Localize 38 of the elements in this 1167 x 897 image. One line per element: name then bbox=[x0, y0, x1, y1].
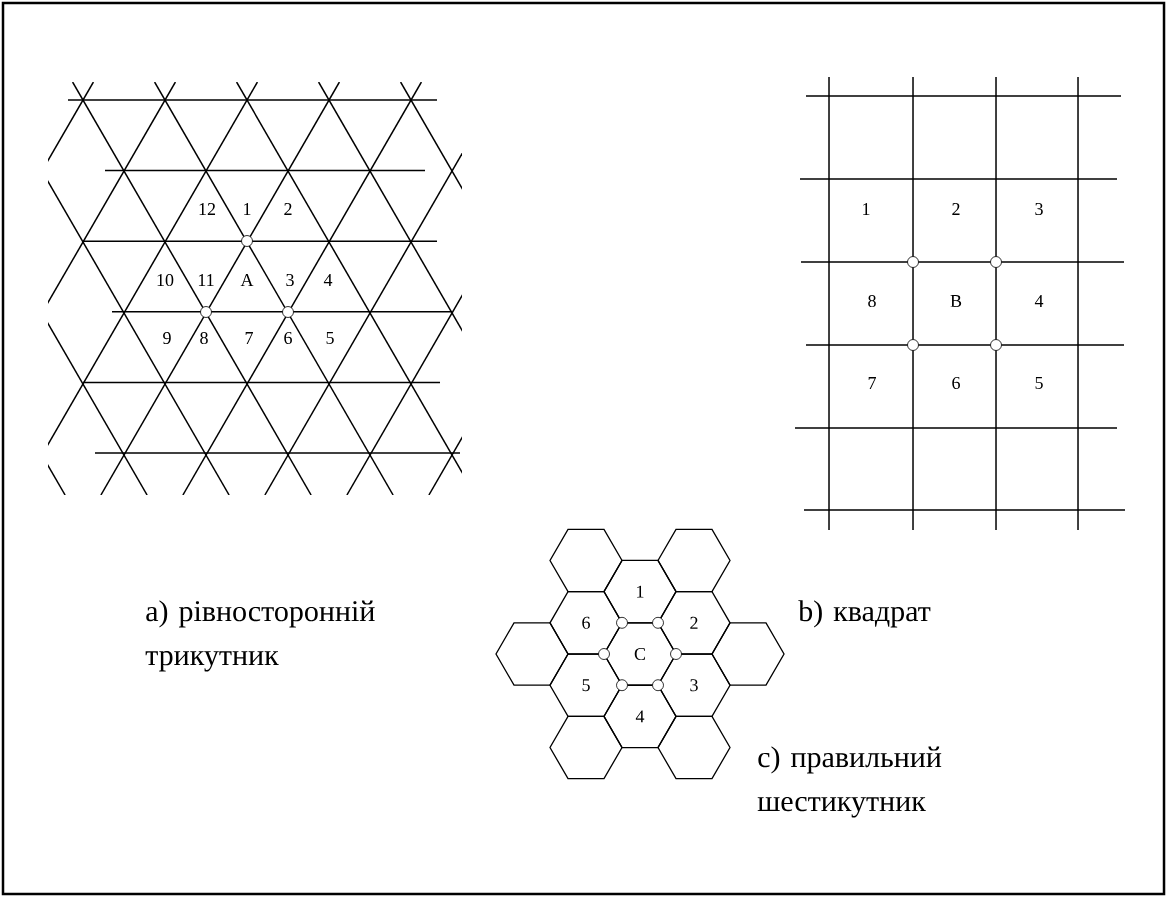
cell-number: 3 bbox=[286, 273, 294, 287]
cell-number: 3 bbox=[1035, 202, 1043, 216]
cell-number: 10 bbox=[157, 273, 174, 287]
caption: b) квадрат bbox=[798, 600, 931, 628]
caption: a) рівносторонній трикутник bbox=[145, 600, 375, 672]
cell-number: 9 bbox=[163, 331, 171, 345]
cell-number: 1 bbox=[863, 203, 870, 215]
cell-number: 4 bbox=[323, 274, 333, 286]
hexagon-cell bbox=[495, 622, 569, 686]
cell-number: 7 bbox=[245, 332, 253, 344]
cell-number: 6 bbox=[284, 331, 292, 345]
cell-number: 2 bbox=[952, 203, 960, 215]
hexagon-cell: 3 bbox=[657, 653, 731, 718]
hexagon-cell: 5 bbox=[549, 653, 623, 718]
cell-number: 12 bbox=[199, 203, 215, 215]
hexagon-cell: 1 bbox=[603, 559, 677, 624]
hexagon-cell bbox=[657, 528, 731, 593]
cell-number: 6 bbox=[952, 376, 960, 390]
cell-number: B bbox=[950, 295, 962, 307]
hexagon-cell: C bbox=[603, 622, 677, 686]
hexagon-cell bbox=[711, 622, 785, 686]
cell-number: 11 bbox=[198, 274, 214, 286]
cell-number: 8 bbox=[200, 331, 208, 345]
hexagon-cell bbox=[549, 715, 623, 780]
cell-number: 1 bbox=[244, 203, 251, 215]
hexagon-cell bbox=[549, 528, 623, 593]
cell-number: 8 bbox=[868, 294, 876, 308]
hexagon-cell bbox=[657, 715, 731, 780]
cell-number: 4 bbox=[1034, 295, 1044, 307]
hexagon-cell: 2 bbox=[657, 591, 731, 655]
cell-number: 2 bbox=[284, 203, 292, 215]
cell-number: A bbox=[240, 274, 254, 286]
cell-number: 7 bbox=[868, 377, 876, 389]
hexagon-cell: 4 bbox=[603, 684, 677, 749]
caption: c) правильний шестикутник bbox=[757, 746, 942, 818]
cell-number: 5 bbox=[326, 332, 334, 344]
cell-number: 5 bbox=[1035, 377, 1043, 389]
hexagon-cell: 6 bbox=[549, 591, 623, 655]
